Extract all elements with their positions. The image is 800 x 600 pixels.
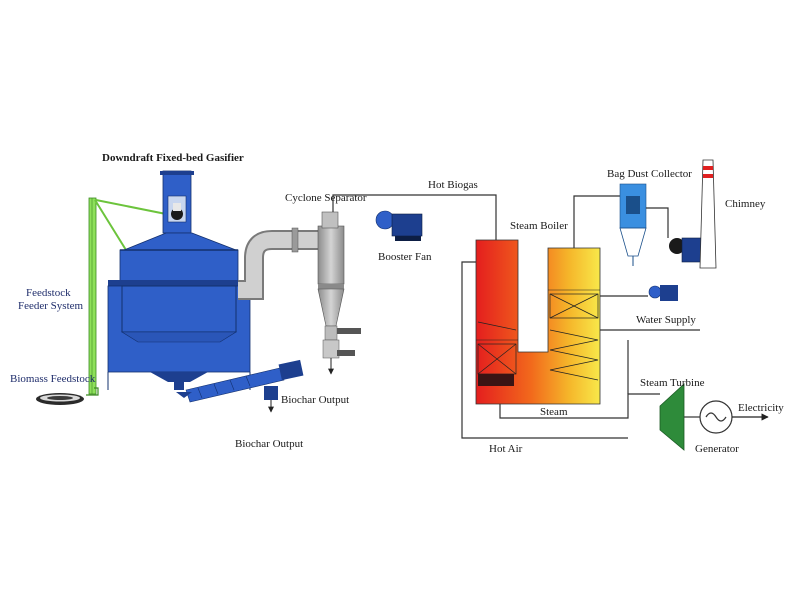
feedstock-feeder-system — [86, 197, 167, 396]
generator — [699, 400, 769, 434]
steam-boiler — [475, 239, 601, 405]
hot-biogas-label: Hot Biogas — [428, 179, 478, 191]
cyclone-separator-label: Cyclone Separator — [285, 192, 367, 204]
water-pump — [648, 285, 678, 301]
electricity-label: Electricity — [738, 402, 784, 414]
biochar-screw-conveyor — [176, 359, 304, 413]
generator-label: Generator — [695, 443, 739, 455]
steam-turbine-label: Steam Turbine — [640, 377, 705, 389]
water-supply-label: Water Supply — [636, 314, 696, 326]
feeder-label-line1: Feedstock — [26, 287, 71, 299]
syngas-pipe — [238, 227, 318, 300]
gasifier-title: Downdraft Fixed-bed Gasifier — [102, 152, 244, 164]
hot-air-label: Hot Air — [489, 443, 523, 455]
bag-dust-collector — [619, 183, 669, 266]
exhaust-fan — [669, 237, 703, 263]
hot-biogas-pipe — [332, 194, 497, 240]
chimney-label: Chimney — [725, 198, 766, 210]
booster-fan — [375, 210, 423, 241]
biomass-feedstock-icon — [36, 393, 84, 405]
biomass-feedstock-label: Biomass Feedstock — [10, 373, 96, 385]
cyclone-separator — [317, 211, 361, 375]
booster-fan-label: Booster Fan — [378, 251, 432, 263]
bag-dust-collector-label: Bag Dust Collector — [607, 168, 692, 180]
biochar-output-label-bottom: Biochar Output — [235, 438, 303, 450]
steam-turbine — [659, 383, 700, 451]
boiler-lines — [461, 195, 700, 439]
chimney — [699, 159, 717, 269]
downdraft-gasifier — [107, 170, 251, 390]
steam-boiler-label: Steam Boiler — [510, 220, 568, 232]
biochar-output-label-right: Biochar Output — [281, 394, 349, 406]
feeder-label-line2: Feeder System — [18, 300, 84, 312]
steam-label: Steam — [540, 406, 568, 418]
